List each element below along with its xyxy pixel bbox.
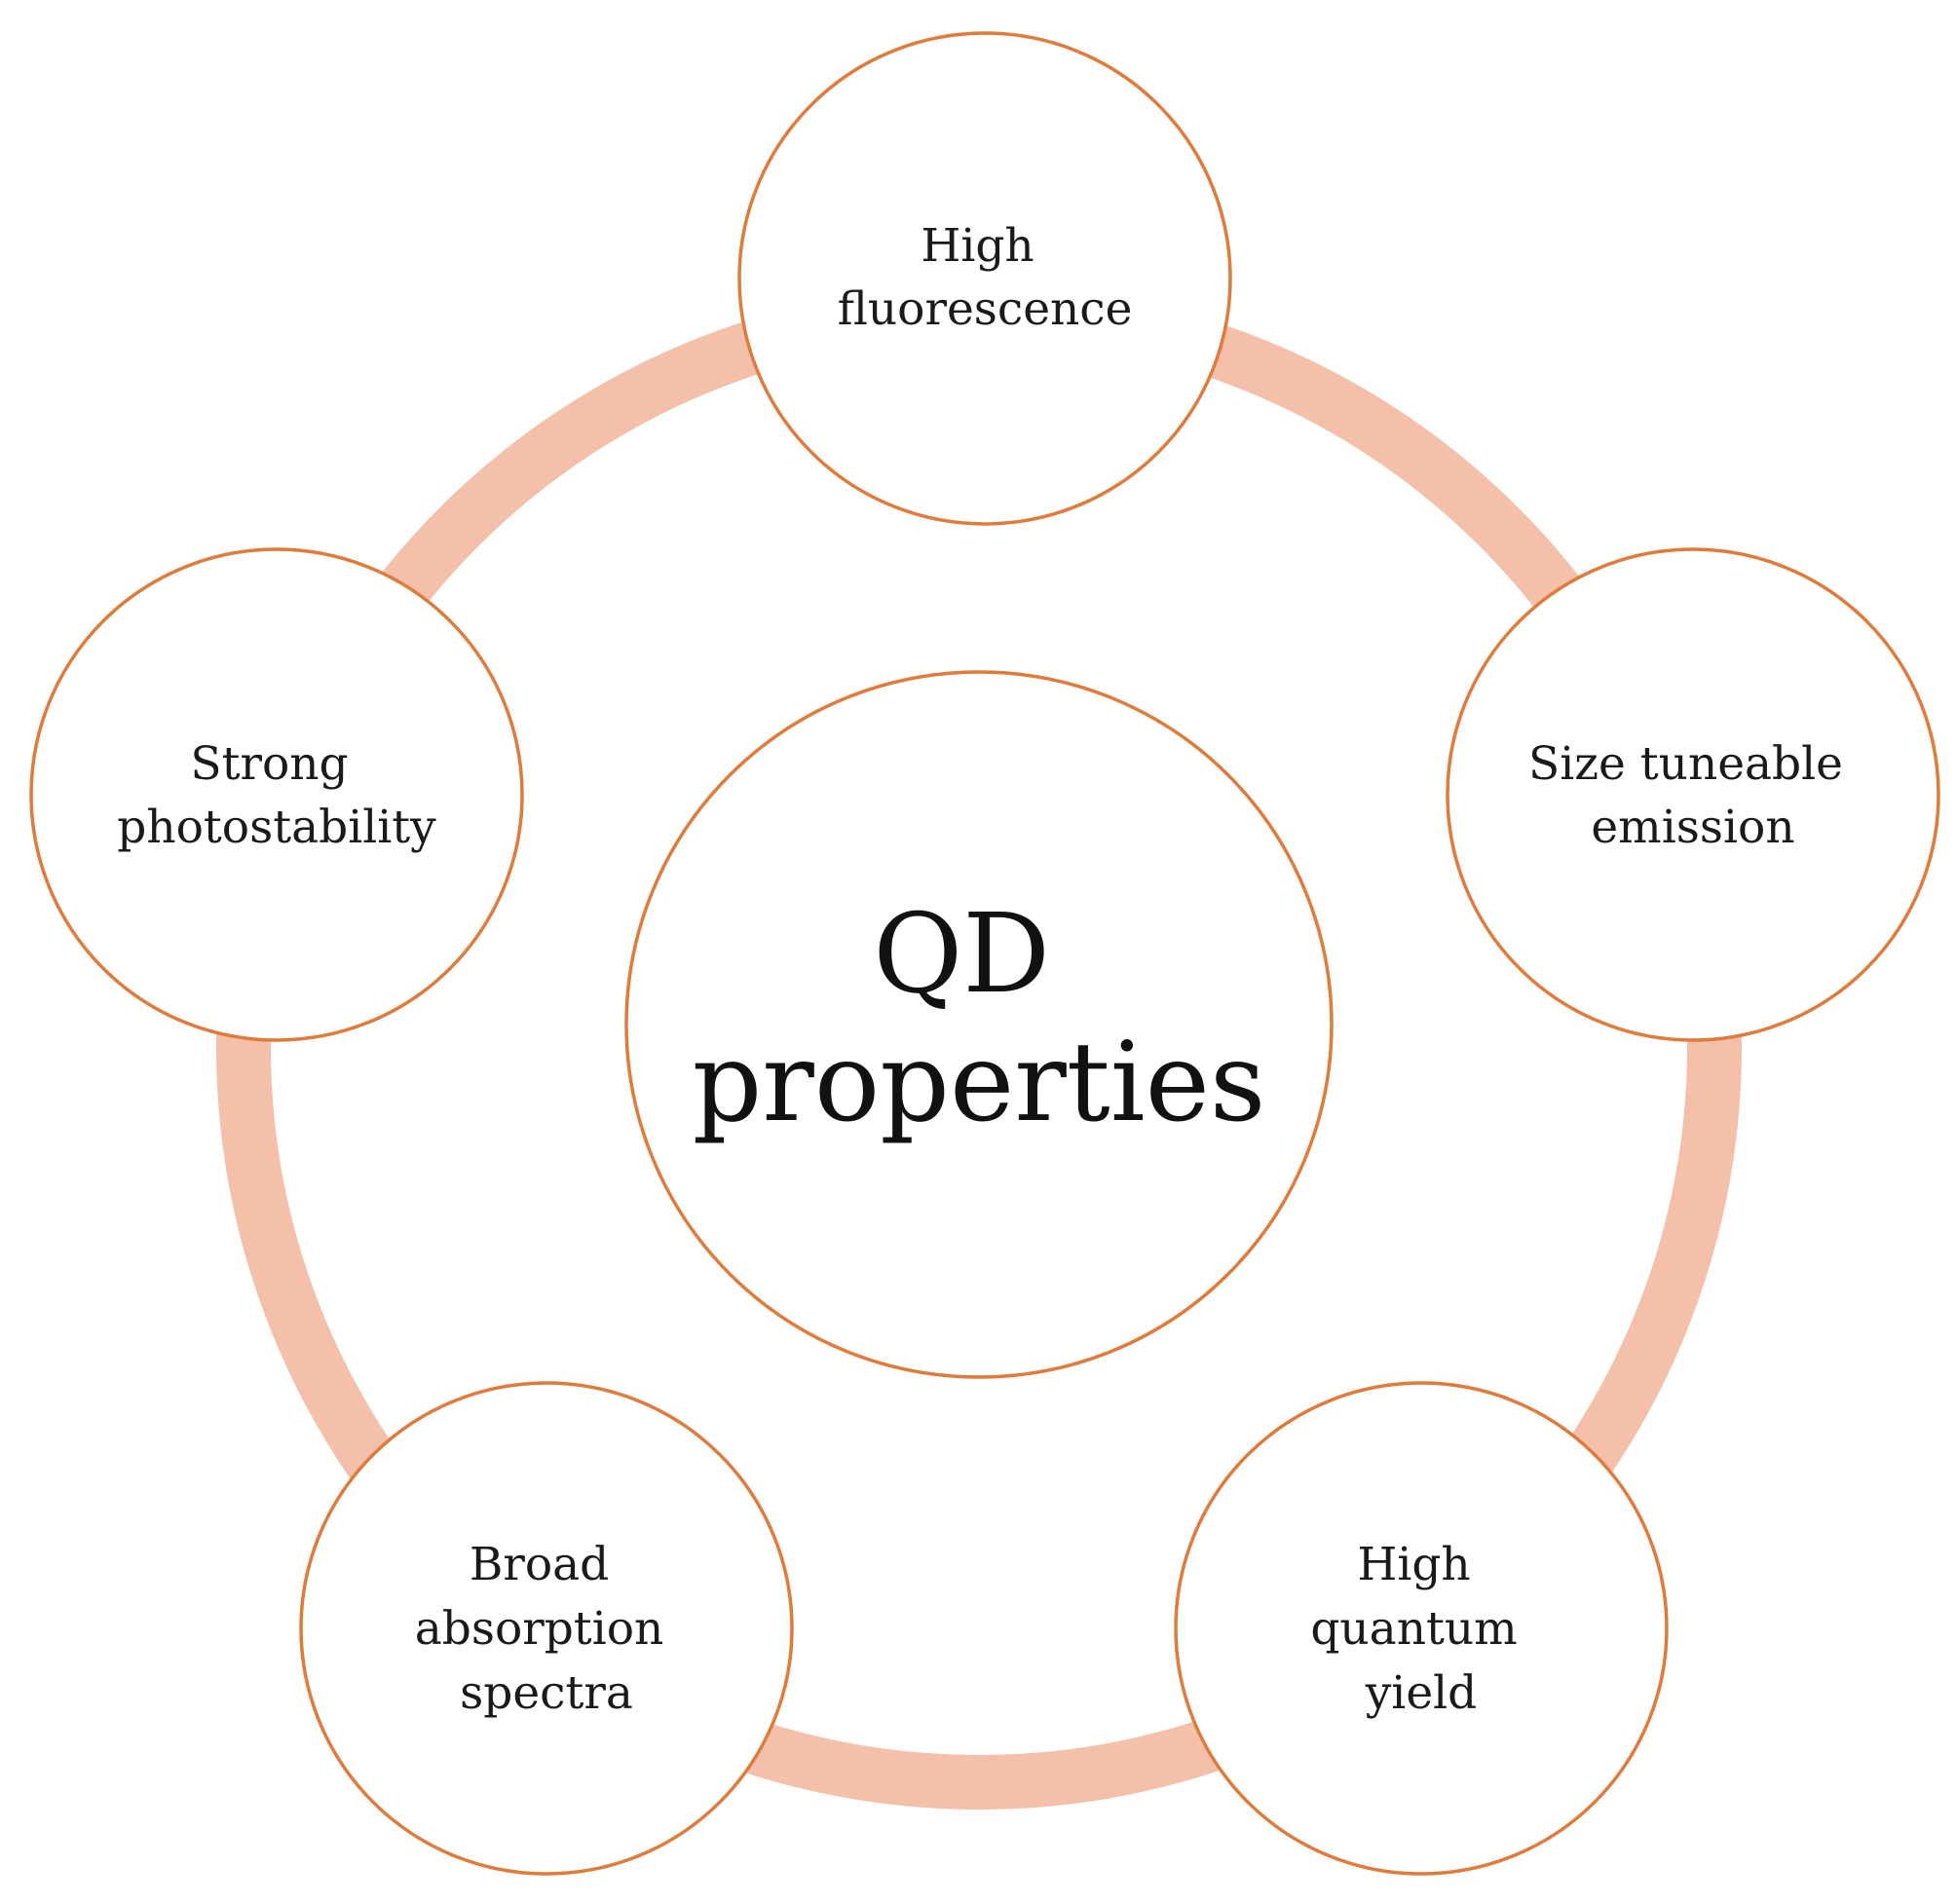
property-node-label: High quantum yield (1310, 1538, 1531, 1720)
center-node-label-line: QD (873, 891, 1050, 1018)
property-node-label-line: spectra (460, 1666, 633, 1720)
center-node-circle (624, 670, 1334, 1379)
property-node-label-line: Strong (190, 737, 348, 791)
property-node-size-tuneable-emission: Size tuneable emission (1446, 547, 1940, 1042)
property-node-high-fluorescence: High fluorescence (737, 31, 1232, 526)
property-node-label: High fluorescence (838, 219, 1133, 336)
property-node-circle (737, 31, 1232, 526)
property-node-label-line: High (1357, 1538, 1470, 1591)
property-node-label-line: yield (1365, 1666, 1478, 1720)
property-node-label: Size tuneable emission (1528, 737, 1858, 854)
property-node-label-line: High (921, 219, 1034, 273)
property-node-label-line: quantum (1310, 1602, 1517, 1656)
property-node-circle (1446, 547, 1940, 1042)
property-node-circle (29, 547, 524, 1042)
property-node-label-line: Broad (470, 1538, 609, 1591)
property-node-high-quantum-yield: High quantum yield (1174, 1381, 1669, 1876)
property-node-label-line: absorption (415, 1602, 664, 1656)
property-node-label-line: photostability (117, 801, 436, 854)
center-node: QD properties (624, 670, 1334, 1379)
property-node-label: Strong photostability (117, 737, 436, 854)
property-node-circle (1174, 1381, 1669, 1876)
property-node-label-line: fluorescence (838, 282, 1133, 336)
property-node-label-line: emission (1591, 801, 1794, 854)
center-node-label-line: properties (693, 1020, 1266, 1146)
property-node-circle (299, 1381, 794, 1876)
property-node-broad-absorption-spectra: Broad absorption spectra (299, 1381, 794, 1876)
center-node-label: QD properties (693, 891, 1266, 1146)
property-node-label-line: Size tuneable (1528, 737, 1843, 791)
property-node-strong-photostability: Strong photostability (29, 547, 524, 1042)
property-node-label: Broad absorption spectra (415, 1538, 679, 1720)
